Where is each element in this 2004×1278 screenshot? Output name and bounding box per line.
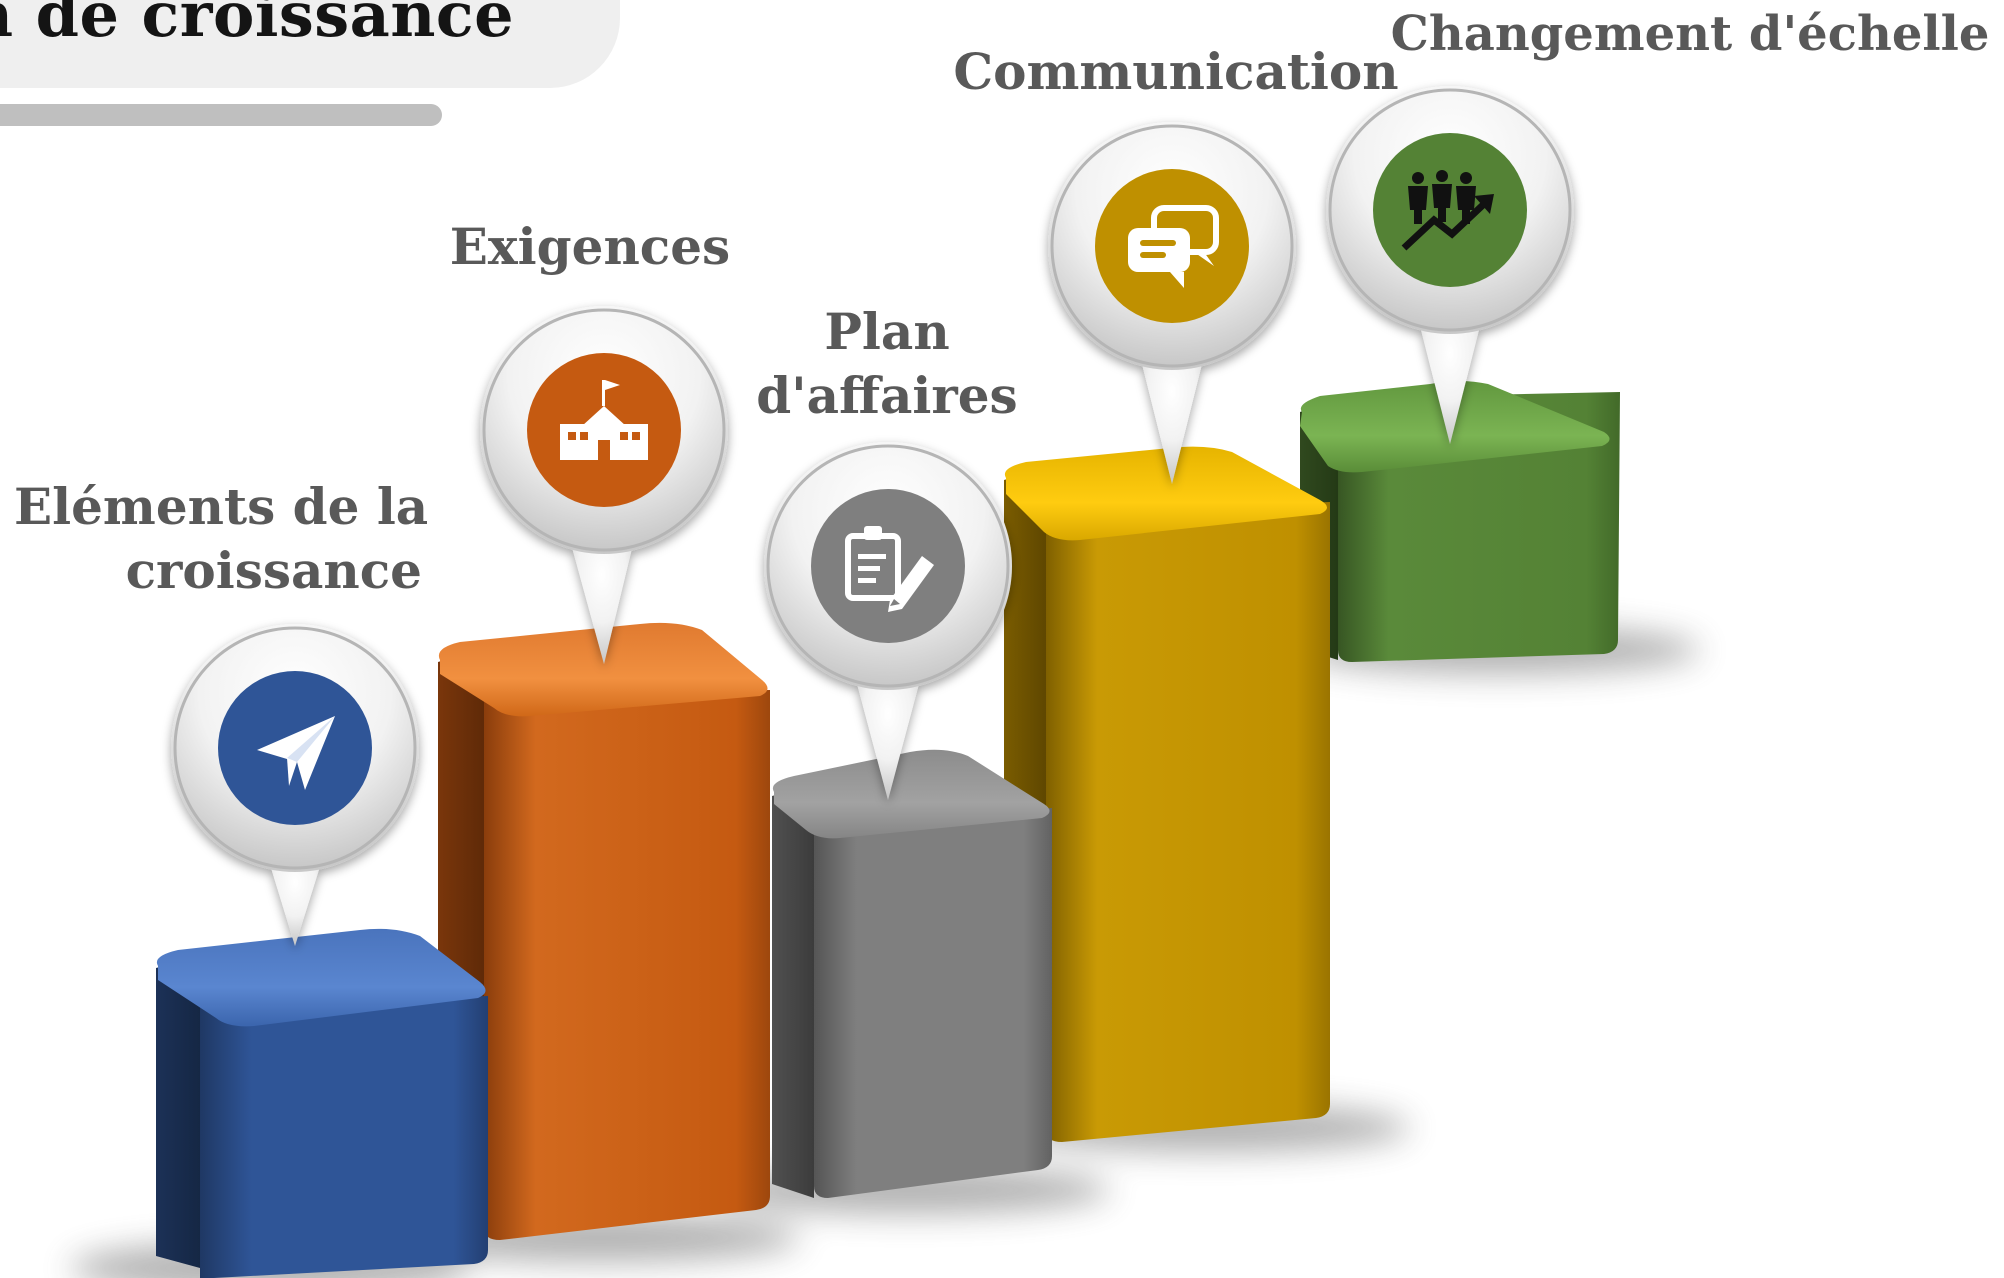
clipboard-pencil-icon-circle [811,489,965,643]
clipboard-pencil-icon [845,526,934,612]
title-underline [0,104,442,126]
bar-scaling-green [1300,381,1620,662]
step-label-growth-elements-line1: Eléments de la [14,477,429,536]
step-label-growth-elements-line2: croissance [125,541,422,600]
bar-communication-gold [1004,446,1330,1142]
step-label-communication: Communication [953,42,1399,101]
people-growth-icon [1401,170,1494,251]
page-title: n de croissance [0,0,515,51]
chat-bubbles-icon [1128,205,1219,288]
school-building-icon [560,380,648,460]
title-background [0,0,620,88]
people-growth-icon-circle [1373,133,1527,287]
paper-plane-icon [257,716,335,790]
step-label-business-plan-line2: d'affaires [756,366,1018,425]
bar-growth-elements-blue [156,928,488,1278]
bar-business-plan-gray [772,749,1052,1198]
step-label-requirements: Exigences [449,217,731,276]
step-label-scaling: Changement d'échelle [1390,6,1990,62]
step-label-business-plan-line1: Plan [824,302,950,361]
